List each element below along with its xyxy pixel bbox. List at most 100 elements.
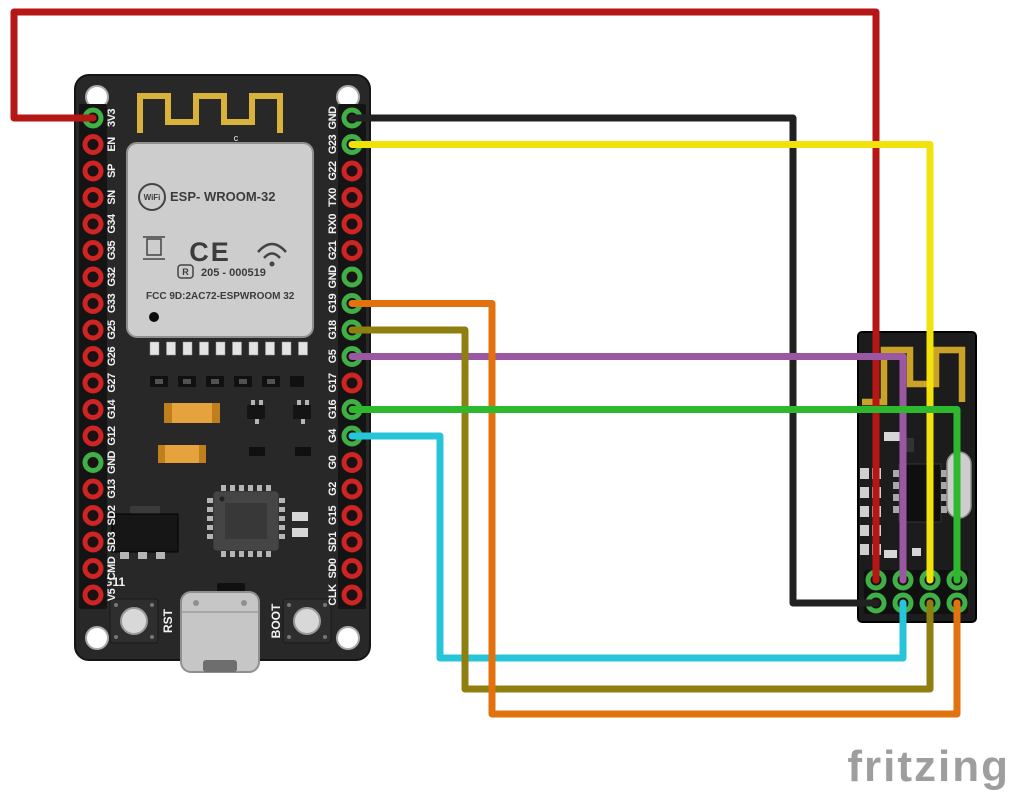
- esp32-pin-tx0[interactable]: [341, 187, 363, 208]
- pin-label: G4: [327, 428, 339, 443]
- ce-mark: CE: [189, 237, 231, 267]
- esp32-pin-g12[interactable]: [82, 425, 104, 447]
- pin-label: SP: [106, 164, 118, 178]
- wire-yellow-g23[interactable]: [348, 141, 934, 584]
- nrf24-header-base: [864, 570, 968, 614]
- pin-label: RX0: [327, 214, 339, 234]
- weee-bin-icon: [143, 236, 165, 260]
- esp32-pin-sd2[interactable]: [82, 505, 104, 526]
- usb-uart-chip: [207, 485, 308, 557]
- shield-dot: [149, 312, 159, 322]
- wire-olive-g18[interactable]: [348, 326, 934, 693]
- boot-label: BOOT: [269, 603, 283, 638]
- esp32-pin-sn[interactable]: [82, 187, 104, 208]
- esp32-pin-clk[interactable]: [341, 584, 363, 606]
- esp32-pin-g2[interactable]: [341, 478, 363, 500]
- pin-label: G35: [106, 240, 118, 260]
- esp32-left-pin-labels: 3V3 EN SP SN G34 G35 G32 G33 G25 G26 G27…: [106, 109, 118, 602]
- esp32-pin-rx0[interactable]: [341, 213, 363, 235]
- esp32-pin-g21[interactable]: [341, 240, 363, 261]
- pin-label: EN: [106, 137, 118, 152]
- esp32-board[interactable]: c WiFi ESP- WROOM-32 CE R 205 - 000519: [74, 74, 371, 673]
- pin-label: G21: [327, 240, 339, 260]
- smd-passives: [150, 376, 304, 387]
- r-mark: R: [182, 267, 189, 277]
- esp32-antenna-mark: c: [234, 133, 239, 143]
- wifi-arcs-icon: [257, 242, 287, 267]
- esp32-pin-g0[interactable]: [341, 452, 363, 473]
- pin-label: 3V3: [106, 109, 118, 127]
- pin-label: GND: [106, 450, 118, 474]
- esp32-shield: WiFi ESP- WROOM-32 CE R 205 - 000519 FCC…: [126, 142, 314, 338]
- capacitor-2: [158, 445, 206, 463]
- pin-label: G34: [106, 213, 118, 234]
- esp32-left-pins: [82, 107, 104, 606]
- pin-label: G33: [106, 293, 118, 313]
- pin-label: SD2: [106, 505, 118, 525]
- esp32-pin-v5[interactable]: [82, 584, 104, 606]
- pin-label: TX0: [327, 188, 339, 207]
- esp32-pin-g32[interactable]: [82, 266, 104, 288]
- pin-label: G16: [327, 399, 339, 419]
- wifi-logo-icon: [138, 183, 166, 211]
- esp32-pin-gnd-right-2[interactable]: [341, 266, 363, 288]
- pin-label: G23: [327, 134, 339, 154]
- pin-label: G22: [327, 161, 339, 181]
- wire-purple-g5[interactable]: [348, 353, 907, 584]
- pin-label: G0: [327, 455, 339, 469]
- pin-label: G32: [106, 267, 118, 287]
- usb-connector[interactable]: [180, 591, 260, 673]
- esp32-pin-sd1[interactable]: [341, 531, 363, 553]
- wire-orange-g19[interactable]: [348, 300, 961, 718]
- pin-label: CMD: [106, 556, 118, 580]
- wire-red-3v3[interactable]: [10, 8, 880, 584]
- nrf24-smd-parts: [884, 432, 921, 558]
- esp32-pin-g17[interactable]: [341, 372, 363, 394]
- esp32-pin-g34[interactable]: [82, 213, 104, 235]
- capacitor-1: [164, 403, 220, 423]
- pin-label: G14: [106, 398, 118, 419]
- pin-label: GND: [327, 265, 339, 289]
- esp32-pin-g25[interactable]: [82, 319, 104, 341]
- shield-pads: [149, 341, 308, 356]
- pin-label: SD1: [327, 532, 339, 552]
- pin-label: G13: [106, 479, 118, 499]
- esp32-pin-g14[interactable]: [82, 399, 104, 420]
- wire-cyan-g4[interactable]: [348, 432, 907, 662]
- esp32-right-pins: [341, 107, 363, 606]
- nrf24-module[interactable]: [857, 331, 977, 623]
- esp32-pin-sd0[interactable]: [341, 558, 363, 579]
- rst-button[interactable]: [109, 598, 159, 644]
- esp32-pin-sp[interactable]: [82, 160, 104, 182]
- module-name: ESP- WROOM-32: [170, 189, 275, 204]
- esp32-pin-g13[interactable]: [82, 478, 104, 500]
- esp32-pin-sd3[interactable]: [82, 531, 104, 553]
- boot-button[interactable]: [282, 598, 332, 644]
- esp32-pin-g22[interactable]: [341, 160, 363, 182]
- pin-label: G5: [327, 349, 339, 363]
- esp32-mounting-holes: [85, 85, 360, 650]
- esp32-pin-g26[interactable]: [82, 346, 104, 367]
- esp32-pin-g35[interactable]: [82, 240, 104, 261]
- pin-label: G15: [327, 505, 339, 525]
- esp32-pin-g27[interactable]: [82, 372, 104, 394]
- pin-label: CLK: [327, 584, 339, 606]
- esp32-pin-g15[interactable]: [341, 505, 363, 526]
- pin-label: G2: [327, 482, 339, 496]
- wire-green-g16[interactable]: [348, 406, 961, 584]
- nrf24-antenna-trace: [862, 346, 966, 406]
- pin-label: G12: [106, 426, 118, 446]
- esp32-pin-g33[interactable]: [82, 293, 104, 314]
- pin-label: SN: [106, 190, 118, 205]
- pin-label: G26: [106, 346, 118, 366]
- pin-label: SD3: [106, 532, 118, 552]
- esp32-pin-gnd-left[interactable]: [82, 452, 104, 473]
- wire-black-gnd[interactable]: [348, 114, 880, 607]
- voltage-regulator: [111, 506, 179, 559]
- esp32-right-pin-labels: GND G23 G22 TX0 RX0 G21 GND G19 G18 G5 G…: [327, 106, 339, 606]
- esp32-pin-cmd[interactable]: [82, 558, 104, 579]
- esp32-pin-en[interactable]: [82, 134, 104, 155]
- pin-label: G18: [327, 320, 339, 340]
